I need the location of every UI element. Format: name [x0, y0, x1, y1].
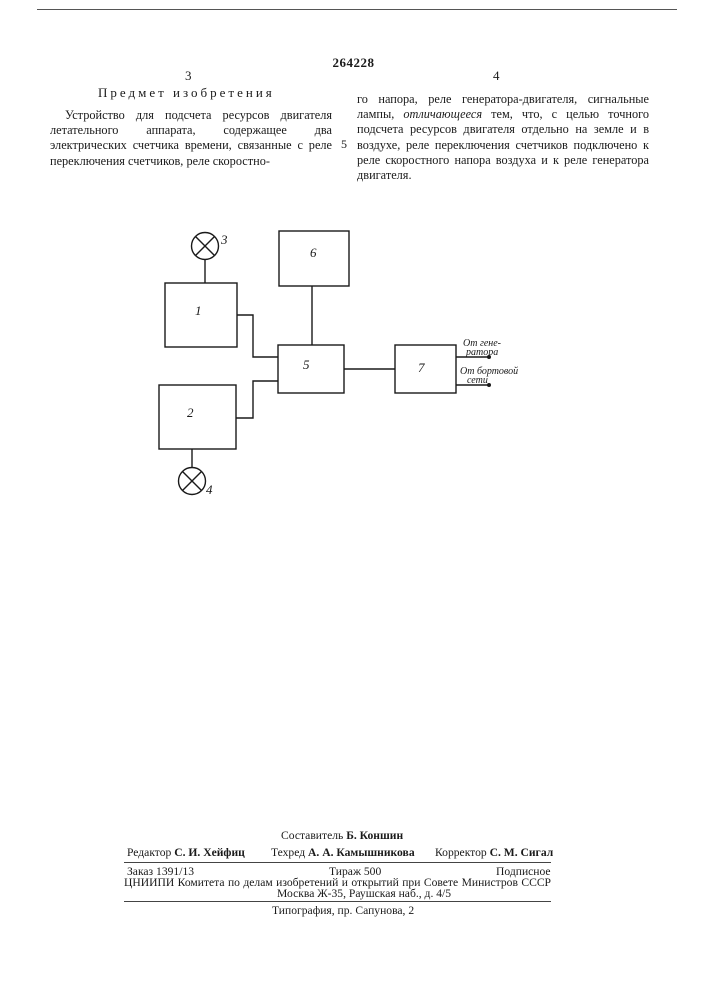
techred-label: Техред: [271, 846, 305, 859]
input-network-label-2: сети: [467, 375, 488, 386]
block-5: [278, 345, 344, 393]
editor-label: Редактор: [127, 846, 171, 859]
footer-editor: Редактор С. И. Хейфиц: [127, 846, 245, 859]
lamp-3-label: 3: [220, 232, 228, 247]
block-6-label: 6: [310, 245, 317, 260]
block-2: [159, 385, 236, 449]
footer-compiler: Составитель Б. Коншин: [281, 829, 403, 842]
compiler-name: Б. Коншин: [346, 829, 403, 842]
block-7-label: 7: [418, 360, 425, 375]
block-2-label: 2: [187, 405, 194, 420]
techred-name: А. А. Камышникова: [308, 846, 415, 859]
wire-block1-to-block5: [237, 315, 278, 357]
block-1-label: 1: [195, 303, 202, 318]
footer-printing-house: Типография, пр. Сапунова, 2: [272, 904, 414, 917]
corrector-label: Корректор: [435, 846, 487, 859]
lamp-4-label: 4: [206, 482, 213, 497]
block-7: [395, 345, 456, 393]
input-generator-label-2: ратора: [465, 347, 498, 358]
wire-block2-to-block5: [236, 381, 278, 418]
footer-address: Москва Ж-35, Раушская наб., д. 4/5: [277, 887, 451, 900]
corrector-name: С. М. Сигал: [490, 846, 554, 859]
compiler-label: Составитель: [281, 829, 343, 842]
footer-rule-upper: [124, 862, 551, 863]
footer-rule-lower: [124, 901, 551, 902]
editor-name: С. И. Хейфиц: [174, 846, 245, 859]
footer-corrector: Корректор С. М. Сигал: [435, 846, 553, 859]
footer-techred: Техред А. А. Камышникова: [271, 846, 415, 859]
block-5-label: 5: [303, 357, 310, 372]
